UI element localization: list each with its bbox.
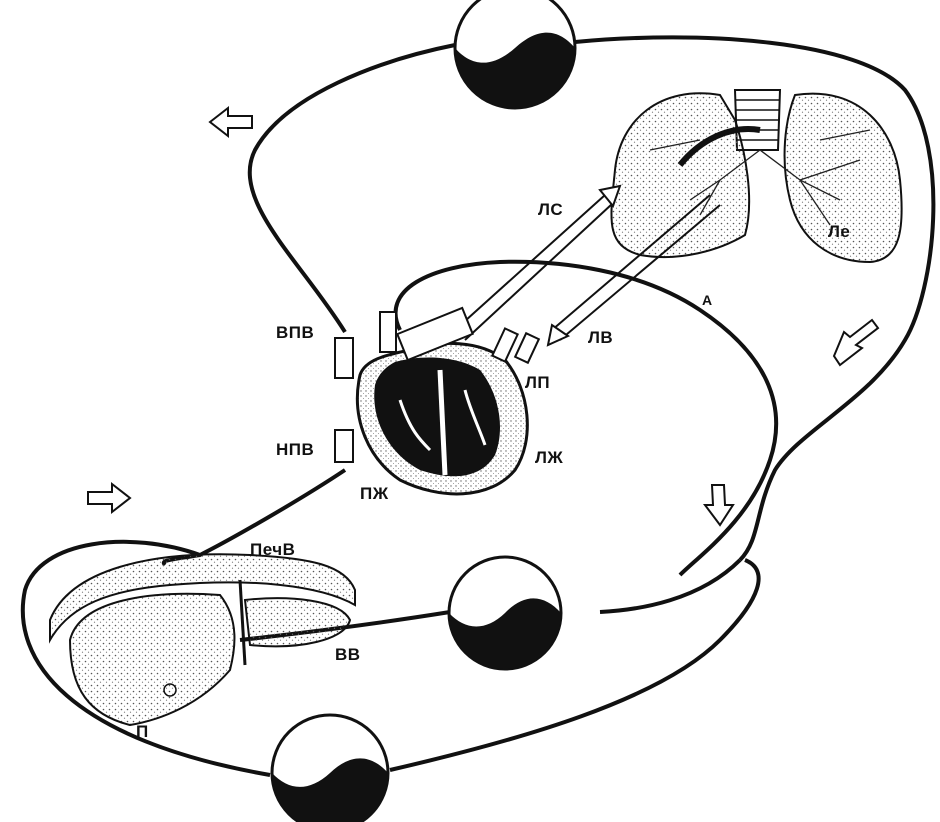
middle-systemic-loop (600, 560, 740, 612)
capillary-bed-top (455, 0, 575, 108)
label-lzh: ЛЖ (535, 448, 563, 468)
lungs (611, 90, 901, 262)
hollow-arrow-icon (834, 320, 878, 365)
liver-right-lobe (245, 598, 350, 646)
lower-systemic-loop-right (390, 560, 759, 770)
label-lp: ЛП (525, 373, 550, 393)
label-a: А (702, 292, 713, 308)
hollow-arrow-icon (705, 485, 733, 525)
capillary-bed-middle (449, 557, 561, 669)
label-vv: ВВ (335, 645, 361, 665)
ivc-stub (335, 430, 353, 462)
label-p: П (136, 722, 149, 742)
upper-systemic-loop (250, 45, 455, 332)
label-vpv: ВПВ (276, 323, 314, 343)
liver-body (70, 594, 234, 725)
label-le: Ле (828, 222, 850, 242)
hollow-arrow-icon (210, 108, 252, 136)
capillary-bed-bottom (272, 715, 388, 822)
label-ps: ЛС (538, 200, 563, 220)
label-npv: НПВ (276, 440, 314, 460)
label-pechv: ПечВ (250, 540, 295, 560)
label-lv: ЛВ (588, 328, 613, 348)
heart (335, 308, 539, 494)
liver (50, 554, 355, 725)
svc-stub (335, 338, 353, 378)
label-pzh: ПЖ (360, 484, 389, 504)
hollow-arrow-icon (88, 484, 130, 512)
left-lung (611, 93, 749, 257)
